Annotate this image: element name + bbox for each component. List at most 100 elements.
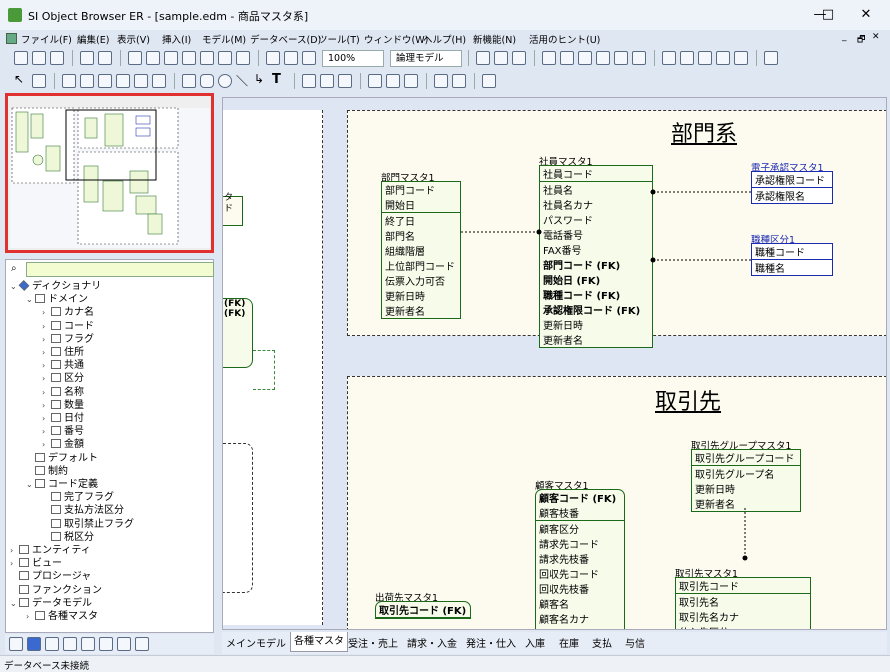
align-top-icon[interactable] (368, 74, 382, 88)
tree-item[interactable]: ⌄データモデル (10, 597, 92, 610)
page-tab-icon[interactable] (117, 637, 131, 651)
entity-box[interactable]: 取引先コード (FK) (375, 601, 471, 619)
tree-expand-icon[interactable]: › (42, 334, 46, 344)
entity-box[interactable]: 顧客コード (FK)顧客枝番顧客区分請求先コード請求先枝番回収先コード回収先枝番… (535, 489, 625, 629)
tree-expand-icon[interactable]: › (10, 559, 14, 569)
tree-item[interactable]: ›カナ名 (42, 306, 94, 319)
tree-expand-icon[interactable]: › (42, 348, 46, 357)
key-icon[interactable] (596, 51, 610, 65)
tree-item[interactable]: デフォルト (26, 452, 98, 465)
tree-item[interactable]: ファンクション (10, 584, 102, 597)
zoom-select[interactable]: 100% (322, 50, 384, 67)
minimize-button[interactable]: — (813, 7, 827, 22)
draw-subtype-icon[interactable] (98, 74, 112, 88)
print-icon[interactable] (80, 51, 94, 65)
compare-icon[interactable] (512, 51, 526, 65)
tree-expand-icon[interactable]: › (42, 361, 46, 371)
mdi-close-button[interactable]: ✕ (872, 32, 880, 42)
tree-expand-icon[interactable]: › (42, 374, 46, 384)
blank-page-icon[interactable] (764, 51, 778, 65)
entity-box[interactable]: 部門コード開始日終了日部門名組織階層上位部門コード伝票入力可否更新日時更新者名 (381, 181, 461, 319)
tree-item[interactable]: ⌄ドメイン (26, 293, 88, 306)
entity-tab-icon[interactable] (45, 637, 59, 651)
tree-item[interactable]: プロシージャ (10, 570, 91, 583)
tree-item[interactable]: ›エンティティ (10, 544, 91, 557)
binoculars-icon[interactable]: ⌕ (11, 263, 17, 274)
export-icon[interactable] (494, 51, 508, 65)
partial-entity[interactable]: タ ド (223, 193, 243, 226)
menu-file[interactable]: ファイル(F) (21, 35, 72, 46)
preview-icon[interactable] (98, 51, 112, 65)
menu-new-features[interactable]: 新機能(N) (473, 35, 517, 46)
diagram-tab[interactable]: 各種マスタ (290, 632, 348, 652)
format-paint-icon[interactable] (236, 51, 250, 65)
view-icon[interactable] (560, 51, 574, 65)
view-tab-icon[interactable] (63, 637, 77, 651)
menu-model[interactable]: モデル(M) (202, 35, 247, 46)
open-icon[interactable] (32, 51, 46, 65)
image-tab-icon[interactable] (135, 637, 149, 651)
tree-expand-icon[interactable]: › (42, 321, 46, 331)
draw-many-relation-icon[interactable] (152, 74, 166, 88)
close-button[interactable]: ✕ (860, 7, 872, 22)
zoom-out-icon[interactable] (284, 51, 298, 65)
entity-box[interactable]: 職種コード職種名 (751, 243, 833, 276)
diagram-tab[interactable]: 在庫 (559, 639, 579, 650)
same-height-icon[interactable] (452, 74, 466, 88)
diagram-tab[interactable]: 与信 (625, 639, 645, 650)
tree-expand-icon[interactable]: ⌄ (26, 480, 33, 489)
same-width-icon[interactable] (434, 74, 448, 88)
entity-box[interactable]: 取引先コード取引先名取引先名カナ仕入先区分 (675, 577, 811, 629)
tree-expand-icon[interactable]: › (10, 546, 14, 555)
menu-window[interactable]: ウィンドウ(W) (364, 35, 429, 46)
menu-tools[interactable]: ツール(T) (318, 35, 360, 46)
link-icon[interactable] (680, 51, 694, 65)
new-icon[interactable] (14, 51, 28, 65)
table-list-icon[interactable] (578, 51, 592, 65)
tree-item[interactable]: 完了フラグ (42, 491, 114, 504)
tree-expand-icon[interactable]: ⌄ (10, 282, 17, 291)
tree-item[interactable]: ›住所 (42, 346, 84, 359)
tree-item[interactable]: 税区分 (42, 531, 94, 544)
cut-icon[interactable] (128, 51, 142, 65)
zoom-fit-icon[interactable] (302, 51, 316, 65)
tree-item[interactable]: 制約 (26, 465, 68, 478)
delete-icon[interactable] (218, 51, 232, 65)
diagram-tab[interactable]: 受注・売上 (348, 639, 398, 650)
pointer-icon[interactable]: ↖ (14, 72, 25, 86)
tree-expand-icon[interactable]: ⌄ (26, 295, 33, 305)
align-center-icon[interactable] (320, 74, 334, 88)
hand-icon[interactable] (32, 74, 46, 88)
copy-icon[interactable] (146, 51, 160, 65)
save-icon[interactable] (50, 51, 64, 65)
line-icon[interactable]: ＼ (236, 74, 249, 88)
text-icon[interactable]: T (272, 72, 281, 87)
rectangle-icon[interactable] (182, 74, 196, 88)
tree-expand-icon[interactable]: › (42, 387, 46, 397)
tree-item[interactable]: 支払方法区分 (42, 504, 124, 517)
tree-item[interactable]: ›フラグ (42, 333, 94, 346)
diagram-tab[interactable]: 発注・仕入 (466, 639, 516, 650)
import-icon[interactable] (476, 51, 490, 65)
tree-expand-icon[interactable]: › (42, 440, 46, 450)
tree-item[interactable]: ›名称 (42, 386, 84, 399)
sql-icon[interactable] (716, 51, 730, 65)
diagram-tab[interactable]: 請求・入金 (407, 639, 457, 650)
undo-icon[interactable] (182, 51, 196, 65)
tree-item[interactable]: ›日付 (42, 412, 84, 425)
align-left-icon[interactable] (302, 74, 316, 88)
report-icon[interactable] (662, 51, 676, 65)
ellipse-icon[interactable] (218, 74, 232, 88)
align-bottom-icon[interactable] (404, 74, 418, 88)
partial-entity[interactable]: (FK) (FK) (223, 298, 253, 368)
menu-view[interactable]: 表示(V) (117, 35, 150, 46)
entity-box[interactable]: 取引先グループコード取引先グループ名更新日時更新者名 (691, 449, 801, 512)
tree-item[interactable]: ⌄コード定義 (26, 478, 98, 491)
menu-database[interactable]: データベース(D) (250, 35, 322, 46)
grid-icon[interactable] (482, 74, 496, 88)
menu-edit[interactable]: 編集(E) (77, 35, 110, 46)
tile-icon[interactable] (734, 51, 748, 65)
draw-nonid-relation-icon[interactable] (134, 74, 148, 88)
